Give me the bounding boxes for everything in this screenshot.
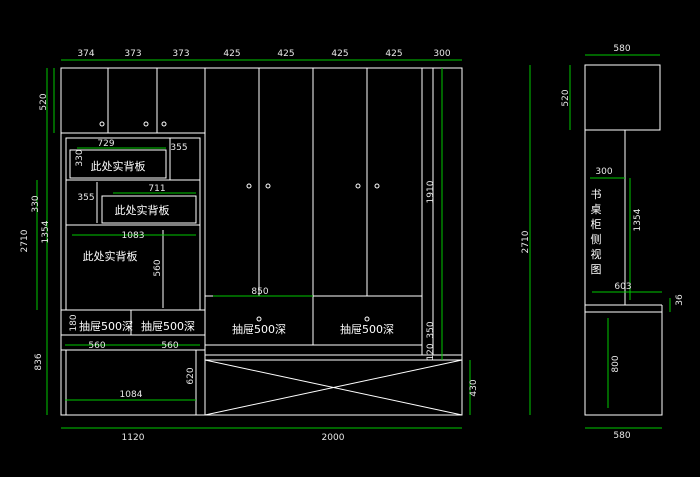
side-dim-top: 580 xyxy=(613,44,630,54)
side-dim-520: 520 xyxy=(561,89,571,106)
dim-left-836: 836 xyxy=(34,353,44,370)
dim-top-4: 425 xyxy=(277,49,294,59)
dimensions-bottom: 1120 2000 xyxy=(122,433,345,443)
side-title-char-1: 桌 xyxy=(591,203,602,216)
dimension-lines xyxy=(36,59,471,429)
dim-top-5: 425 xyxy=(331,49,348,59)
side-dim-603: 603 xyxy=(614,282,631,292)
label-backboard-1: 此处实背板 xyxy=(91,159,146,173)
dim-top-0: 374 xyxy=(77,49,94,59)
dim-850: 850 xyxy=(251,287,268,297)
side-title-char-3: 侧 xyxy=(591,233,602,246)
dim-left-330: 330 xyxy=(31,195,41,212)
dim-560-b: 560 xyxy=(161,341,178,351)
dim-180: 180 xyxy=(69,314,79,331)
label-backboard-2: 此处实背板 xyxy=(115,203,170,217)
side-dim-36: 36 xyxy=(675,294,685,306)
side-dim-1354: 1354 xyxy=(633,208,643,231)
side-dim-300: 300 xyxy=(595,167,612,177)
side-upper-cabinet xyxy=(584,64,661,131)
dim-620: 620 xyxy=(186,367,196,384)
label-drawer-4: 抽屉500深 xyxy=(340,322,394,336)
dim-560-a: 560 xyxy=(88,341,105,351)
dim-711: 711 xyxy=(148,184,165,194)
side-view-title: 书 桌 柜 侧 视 图 xyxy=(591,188,602,276)
dimensions-top: 374 373 373 425 425 425 425 300 xyxy=(77,49,450,59)
dim-left-2710: 2710 xyxy=(20,229,30,252)
dim-top-1: 373 xyxy=(124,49,141,59)
side-dim-bottom: 580 xyxy=(613,431,630,441)
dim-top-2: 373 xyxy=(172,49,189,59)
side-dim-800: 800 xyxy=(611,355,621,372)
side-title-char-0: 书 xyxy=(591,188,602,201)
dimensions-inner: 729 355 330 711 355 1083 560 180 560 560… xyxy=(69,139,479,400)
dim-1083: 1083 xyxy=(122,231,145,241)
dim-430: 430 xyxy=(469,379,479,396)
dim-120: 120 xyxy=(426,343,436,360)
side-view-dimensions: 580 580 520 2710 300 1354 603 36 800 xyxy=(521,44,685,441)
dim-1910: 1910 xyxy=(426,180,436,203)
dim-350: 350 xyxy=(426,321,436,338)
dim-355-b: 355 xyxy=(77,193,94,203)
side-title-char-4: 视 xyxy=(591,247,602,261)
dim-top-3: 425 xyxy=(223,49,240,59)
dim-bottom-0: 1120 xyxy=(122,433,145,443)
side-title-char-5: 图 xyxy=(591,263,602,276)
dim-355-a: 355 xyxy=(170,143,187,153)
dim-1084: 1084 xyxy=(120,390,143,400)
side-lower-cabinet xyxy=(584,311,663,416)
handle-dots xyxy=(99,121,380,322)
label-drawer-2: 抽屉500深 xyxy=(141,319,195,333)
side-dim-2710: 2710 xyxy=(521,230,531,253)
dim-bottom-1: 2000 xyxy=(322,433,345,443)
label-backboard-3: 此处实背板 xyxy=(83,249,138,263)
dimensions-left: 520 2710 836 1354 330 xyxy=(20,93,51,370)
dim-top-7: 300 xyxy=(433,49,450,59)
side-view-outline xyxy=(584,64,663,416)
side-title-char-2: 柜 xyxy=(591,218,602,231)
front-view-outline xyxy=(60,67,463,416)
cabinet-outer-frame xyxy=(60,67,463,416)
dim-left-1354: 1354 xyxy=(41,220,51,243)
dim-729: 729 xyxy=(97,139,114,149)
dim-left-520: 520 xyxy=(39,93,49,110)
label-drawer-3: 抽屉500深 xyxy=(232,322,286,336)
dim-top-6: 425 xyxy=(385,49,402,59)
cabinet-labels: 此处实背板 此处实背板 此处实背板 抽屉500深 抽屉500深 抽屉500深 抽… xyxy=(79,159,394,336)
dim-560-vertical: 560 xyxy=(153,259,163,276)
side-view-dimension-lines xyxy=(529,54,671,429)
label-drawer-1: 抽屉500深 xyxy=(79,319,133,333)
dim-330-inner: 330 xyxy=(75,149,85,166)
